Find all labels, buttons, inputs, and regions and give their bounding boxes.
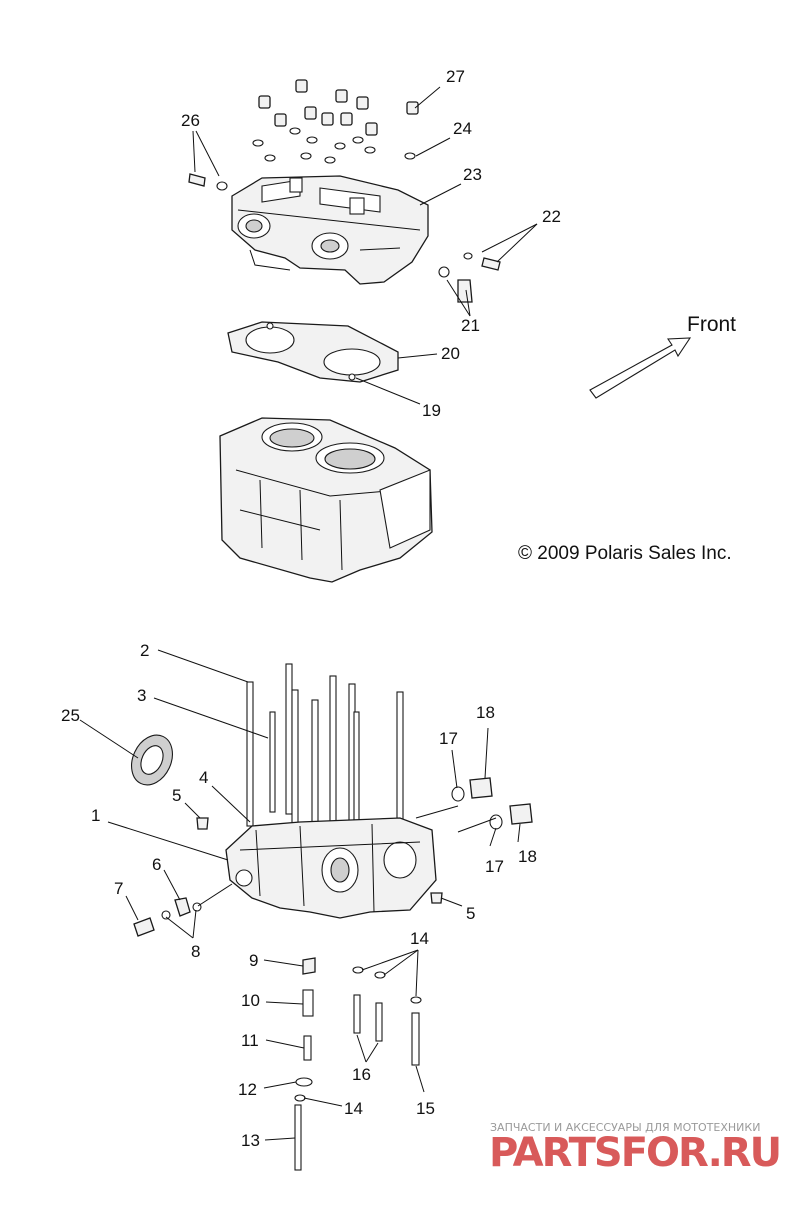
head-gasket xyxy=(227,321,399,383)
copyright-text: © 2009 Polaris Sales Inc. xyxy=(518,543,732,564)
callout-20: 20 xyxy=(441,344,460,363)
callout-1: 1 xyxy=(91,806,100,825)
callout-5-right: 5 xyxy=(466,904,475,923)
head-fittings-right xyxy=(438,252,501,303)
watermark-logo: PARTSFOR.RU xyxy=(489,1130,780,1176)
valve-keepers xyxy=(252,127,416,164)
dowel-pins xyxy=(266,322,356,381)
callout-10: 10 xyxy=(241,991,260,1010)
bolts-and-washers xyxy=(294,957,422,1171)
callout-12: 12 xyxy=(238,1080,257,1099)
callout-16: 16 xyxy=(352,1065,371,1084)
callout-25: 25 xyxy=(61,706,80,725)
callout-8: 8 xyxy=(191,942,200,961)
callout-18-top: 18 xyxy=(476,703,495,722)
callout-17-top: 17 xyxy=(439,729,458,748)
callout-13: 13 xyxy=(241,1131,260,1150)
callout-7: 7 xyxy=(114,879,123,898)
watermark: ЗАПЧАСТИ И АКСЕССУАРЫ ДЛЯ МОТОТЕХНИКИ PA… xyxy=(489,1121,782,1176)
valve-stem-seals xyxy=(258,79,419,136)
front-direction-arrow xyxy=(589,337,692,399)
callout-2: 2 xyxy=(140,641,149,660)
callout-15: 15 xyxy=(416,1099,435,1118)
callout-21: 21 xyxy=(461,316,480,335)
callout-3: 3 xyxy=(137,686,146,705)
callout-24: 24 xyxy=(453,119,472,138)
cylinder-block xyxy=(219,417,433,583)
crankcase xyxy=(225,817,437,919)
callout-6: 6 xyxy=(152,855,161,874)
callout-27: 27 xyxy=(446,67,465,86)
callout-labels: 27 26 24 23 22 21 20 19 2 3 25 4 5 1 6 7… xyxy=(61,67,561,1150)
leader-lines xyxy=(79,86,538,1141)
callout-14-top: 14 xyxy=(410,929,429,948)
small-plug-5b xyxy=(430,892,443,904)
front-label: Front xyxy=(687,313,736,336)
cylinder-head xyxy=(231,175,429,285)
small-plug-5a xyxy=(196,817,209,830)
fasteners-6-7-8 xyxy=(133,897,202,937)
callout-11: 11 xyxy=(241,1031,259,1050)
callout-23: 23 xyxy=(463,165,482,184)
callout-26: 26 xyxy=(181,111,200,130)
callout-9: 9 xyxy=(249,951,258,970)
callout-4: 4 xyxy=(199,768,208,787)
watermark-caption: ЗАПЧАСТИ И АКСЕССУАРЫ ДЛЯ МОТОТЕХНИКИ xyxy=(490,1121,760,1134)
callout-14-bottom: 14 xyxy=(344,1099,363,1118)
callout-19: 19 xyxy=(422,401,441,420)
callout-17-bottom: 17 xyxy=(485,857,504,876)
callout-5-left: 5 xyxy=(172,786,181,805)
seal-ring xyxy=(131,734,173,786)
fittings-17-18 xyxy=(451,777,533,830)
callout-18-bottom: 18 xyxy=(518,847,537,866)
head-sensor-left xyxy=(188,173,228,191)
callout-22: 22 xyxy=(542,207,561,226)
